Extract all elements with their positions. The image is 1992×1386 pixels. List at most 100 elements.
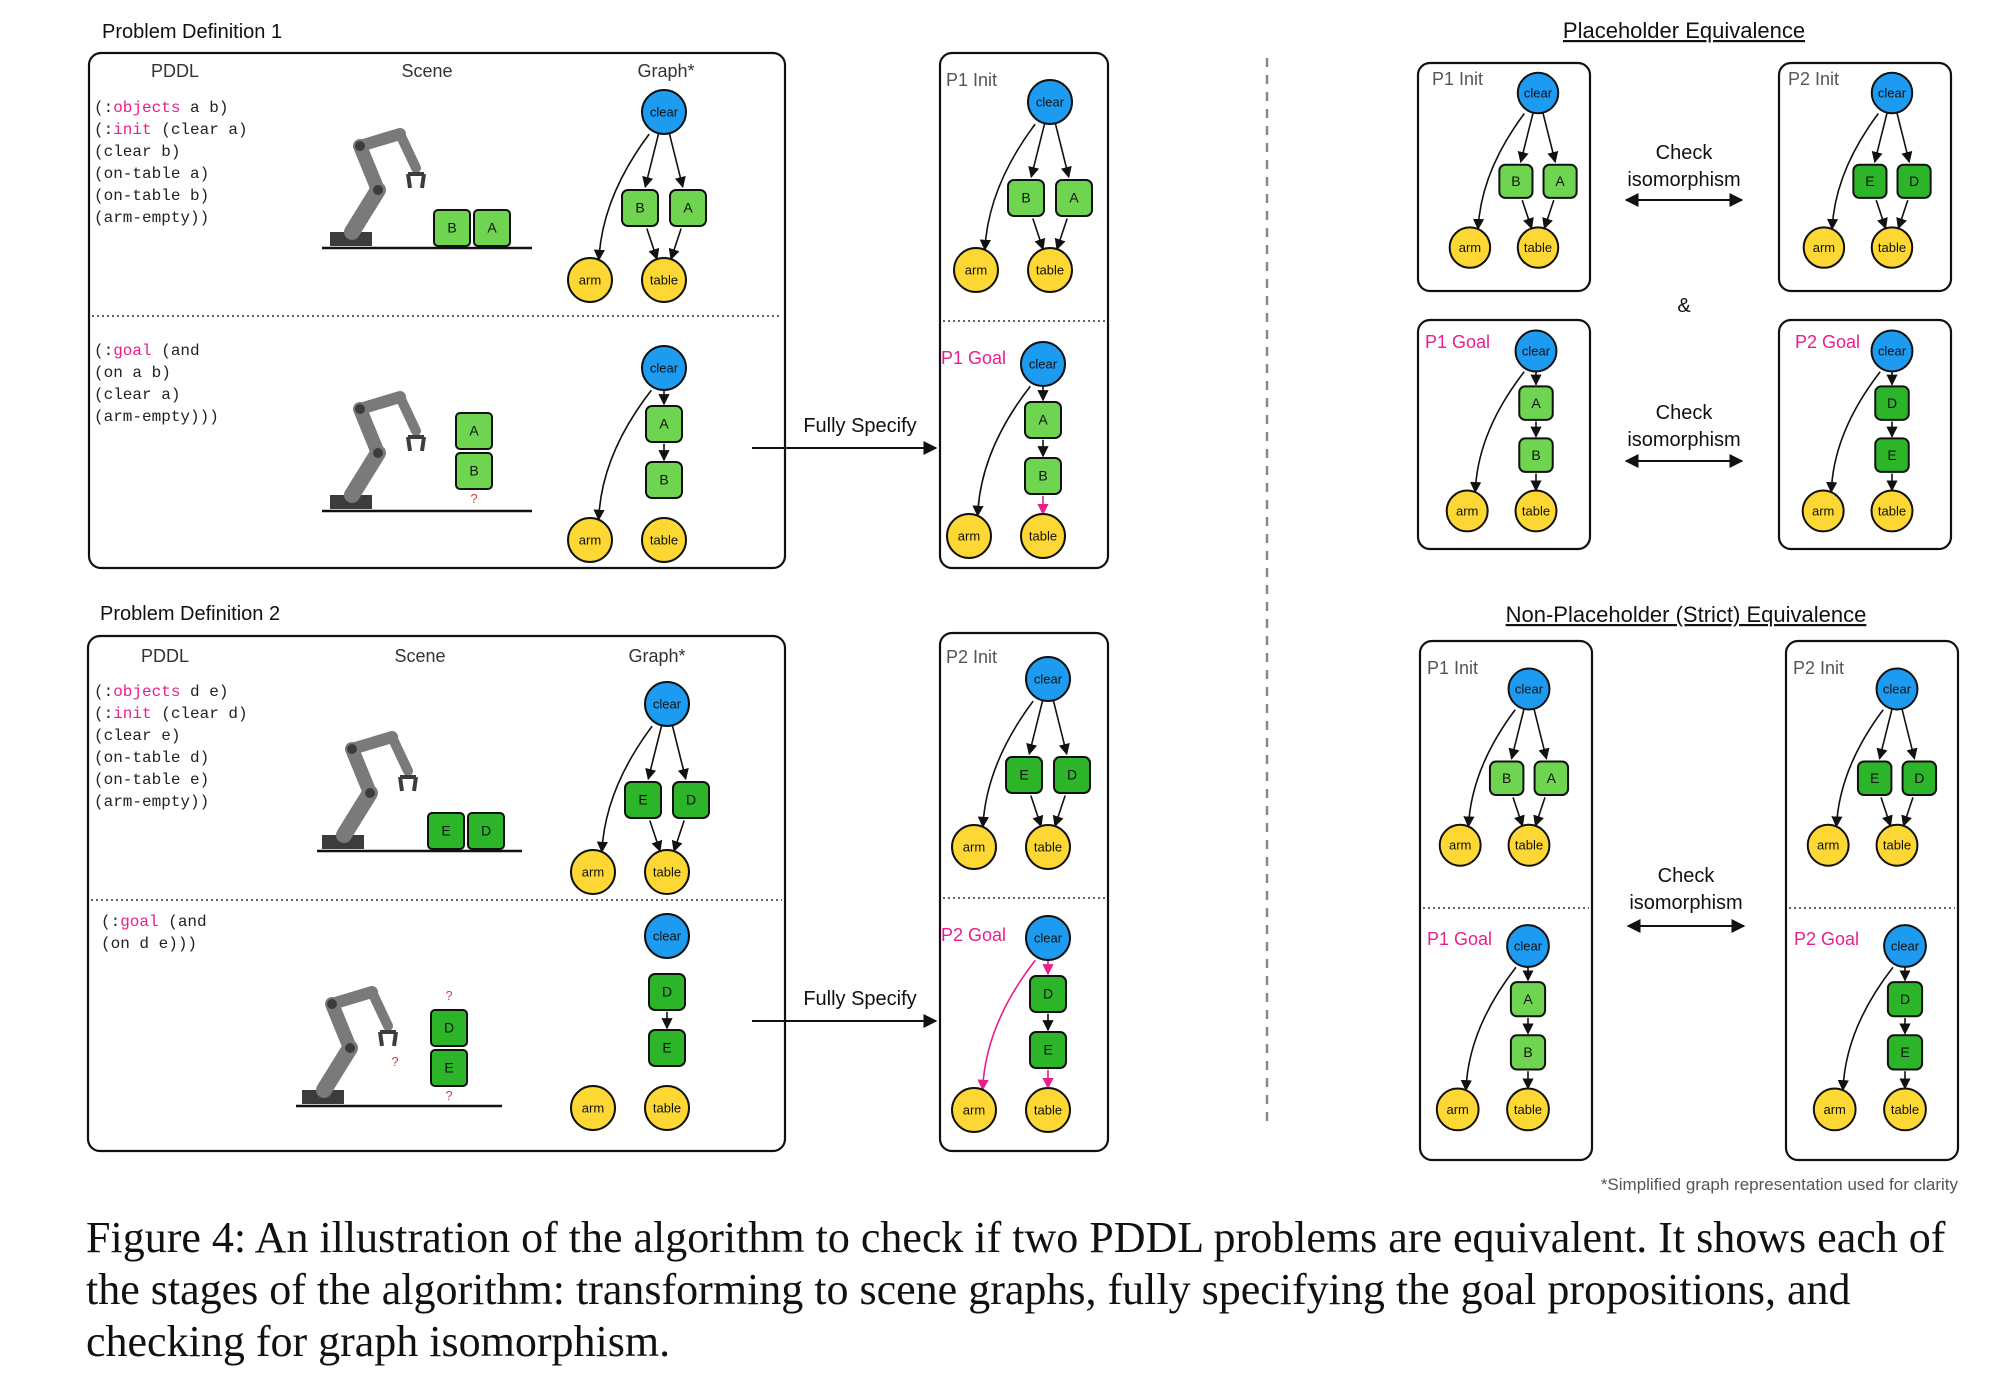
p2s-goal-graph-arm-node [951, 1087, 997, 1133]
ph-p2-init-graph-arm-node-label: arm [1813, 240, 1835, 255]
p1-init-label: P1 Init [946, 70, 997, 90]
robot-mid-arm [353, 139, 385, 197]
pddl-text: (clear b) [94, 143, 180, 161]
robot-wrist [395, 392, 421, 436]
p2s-init-graph-block-D-label: D [1067, 767, 1077, 783]
p2s-init-graph-clear-node-label: clear [1034, 671, 1063, 686]
isomorphism-label: isomorphism [1629, 892, 1742, 914]
p1s-init-graph-table-node [1027, 247, 1073, 293]
pd1-scene-block-label: A [487, 220, 497, 236]
p1s-goal-graph-block-B-label: B [1038, 468, 1047, 484]
highlight-edge [977, 959, 1036, 1091]
pd2-scene-block [430, 1049, 468, 1087]
pddl-paren: (: [94, 99, 113, 117]
p1-specified-frame [938, 51, 1110, 570]
graph-edge [1517, 112, 1534, 164]
graph-edge [668, 228, 682, 261]
pd2-goal-graph-arm-node [570, 1085, 616, 1131]
st-p1-init-graph-table-node-label: table [1515, 838, 1543, 853]
pd2-goal-graph-block-D-label: D [662, 984, 672, 1000]
pd1-init-graph-block-A [669, 189, 707, 227]
ph-p2-goal-graph-clear-node-label: clear [1878, 343, 1907, 358]
st-p1-init-graph-table-node [1507, 823, 1551, 867]
pd1-col-scene: Scene [401, 61, 452, 81]
st-p2-goal-graph-block-E-label: E [1900, 1044, 1909, 1060]
p2s-goal-graph-arm-node-label: arm [963, 1102, 985, 1117]
ph-p2-goal-graph-block-E [1874, 437, 1910, 473]
st-p2-init-graph-block-D-label: D [1914, 770, 1924, 786]
pddl-text: a b) [180, 99, 228, 117]
st-p1-goal-graph-arm-node-label: arm [1447, 1102, 1469, 1117]
pd1-init-graph-clear-node-label: clear [650, 104, 679, 119]
pd2-init-graph-clear-node-label: clear [653, 696, 682, 711]
ph-p1-goal-graph-arm-node [1445, 489, 1489, 533]
st-p1-init-graph-clear-node-label: clear [1515, 681, 1544, 696]
robot-gripper [398, 775, 418, 792]
pd2-col-graph: Graph* [628, 646, 685, 666]
ph-p2-init-graph-table-node-label: table [1878, 240, 1906, 255]
st-p1-goal-label: P1 Goal [1427, 929, 1492, 949]
ph-p2-init-graph-clear-node-label: clear [1878, 85, 1907, 100]
st-p2-goal-graph-clear-node [1883, 924, 1927, 968]
graph-edge [1837, 966, 1894, 1092]
pddl-keyword: objects [113, 99, 180, 117]
pd1-goal-graph-block-B [645, 461, 683, 499]
pd1-title: Problem Definition 1 [102, 21, 282, 43]
pd2-init-graph-block-E-label: E [638, 792, 647, 808]
pd2-init-line: (on-table d) [94, 749, 209, 767]
graph-edge [646, 228, 660, 261]
p2s-goal-graph-block-D [1029, 975, 1067, 1013]
robot-joint [373, 448, 383, 458]
robot-lower-arm [344, 445, 386, 503]
p1s-goal-graph-clear-node [1020, 341, 1066, 387]
ph-p2-init-label: P2 Init [1788, 69, 1839, 89]
graph-edge [671, 725, 689, 781]
pd2-init-line: (:init (clear d) [94, 705, 248, 723]
pd1-goal-graph-block-A-label: A [659, 416, 669, 432]
robot-wrist [395, 129, 421, 173]
st-p2-init-graph-table-node [1875, 823, 1919, 867]
st-p1-init-graph-block-A [1533, 760, 1570, 797]
graph-edge [1521, 199, 1534, 230]
unknown-mark: ? [470, 491, 477, 506]
pddl-text: (clear e) [94, 727, 180, 745]
pddl-paren: (: [101, 913, 120, 931]
pddl-keyword: init [113, 121, 151, 139]
st-p2-init-graph-table-node-label: table [1883, 838, 1911, 853]
robot-lower-arm [336, 785, 378, 843]
p2s-goal-graph-block-E-label: E [1043, 1042, 1052, 1058]
pd1-goal-graph-arm-node [567, 517, 613, 563]
graph-edge [671, 820, 685, 853]
st-p1-goal-graph-arm-node [1435, 1087, 1480, 1132]
pddl-text: (clear a) [152, 121, 248, 139]
graph-edge [1831, 709, 1884, 828]
pd2-init-graph-block-D [672, 781, 710, 819]
pd2-init-graph-block-D-label: D [686, 792, 696, 808]
pd2-scene-block [467, 812, 505, 850]
st-p2-goal-graph-clear-node-label: clear [1891, 938, 1920, 953]
p2s-goal-graph-clear-node-label: clear [1034, 930, 1063, 945]
p1s-goal-graph-block-A-label: A [1038, 412, 1048, 428]
pd1-goal-graph-clear-node-label: clear [650, 360, 679, 375]
pd2-init-robot [322, 731, 418, 849]
pd1-scene-block [433, 209, 471, 247]
pd2-goal-graph-table-node-label: table [653, 1100, 681, 1115]
ph-p1-init-graph-block-B [1498, 163, 1534, 199]
pd2-init-graph-clear-node [644, 681, 690, 727]
pd2-goal-line: (:goal (and [101, 913, 207, 931]
pddl-text: (arm-empty)) [94, 793, 209, 811]
pd1-goal-robot [330, 391, 426, 509]
ph-p1-init-graph-table-node [1516, 226, 1560, 269]
pd2-scene-block-label: D [444, 1020, 454, 1036]
robot-joint [365, 788, 375, 798]
st-p1-init-graph-arm-node-label: arm [1449, 838, 1471, 853]
robot-wrist [367, 987, 393, 1031]
ph-p2-init-graph-block-E-label: E [1865, 173, 1874, 189]
p1s-init-graph-table-node-label: table [1036, 262, 1064, 277]
strict-title: Non-Placeholder (Strict) Equivalence [1506, 602, 1867, 627]
pd2-init-graph-block-E [624, 781, 662, 819]
pd2-init-line: (clear e) [94, 727, 180, 745]
p2s-init-graph-clear-node [1025, 656, 1071, 702]
st-p2-init-graph-block-E-label: E [1870, 770, 1879, 786]
p2s-goal-graph-table-node [1025, 1087, 1071, 1133]
